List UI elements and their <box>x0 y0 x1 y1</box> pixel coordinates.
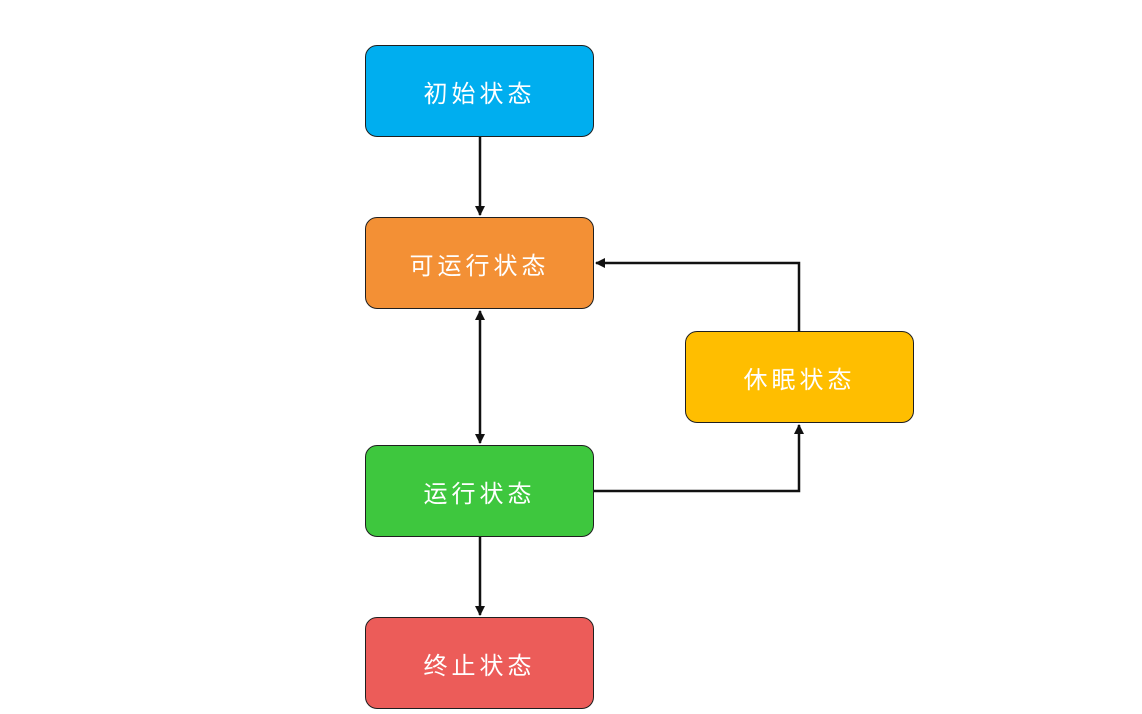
node-initial-label: 初始状态 <box>423 79 536 108</box>
node-runnable-label: 可运行状态 <box>409 251 550 280</box>
node-terminated-label: 终止状态 <box>423 651 536 680</box>
node-running-label: 运行状态 <box>423 479 536 508</box>
node-sleep-state: 休眠状态 <box>685 331 914 423</box>
edge-running-to-sleep <box>594 424 804 493</box>
node-sleep-label: 休眠状态 <box>743 365 856 394</box>
node-initial-state: 初始状态 <box>365 45 594 137</box>
edge-sleep-to-runnable <box>595 258 801 331</box>
node-running-state: 运行状态 <box>365 445 594 537</box>
node-terminated-state: 终止状态 <box>365 617 594 709</box>
node-runnable-state: 可运行状态 <box>365 217 594 309</box>
